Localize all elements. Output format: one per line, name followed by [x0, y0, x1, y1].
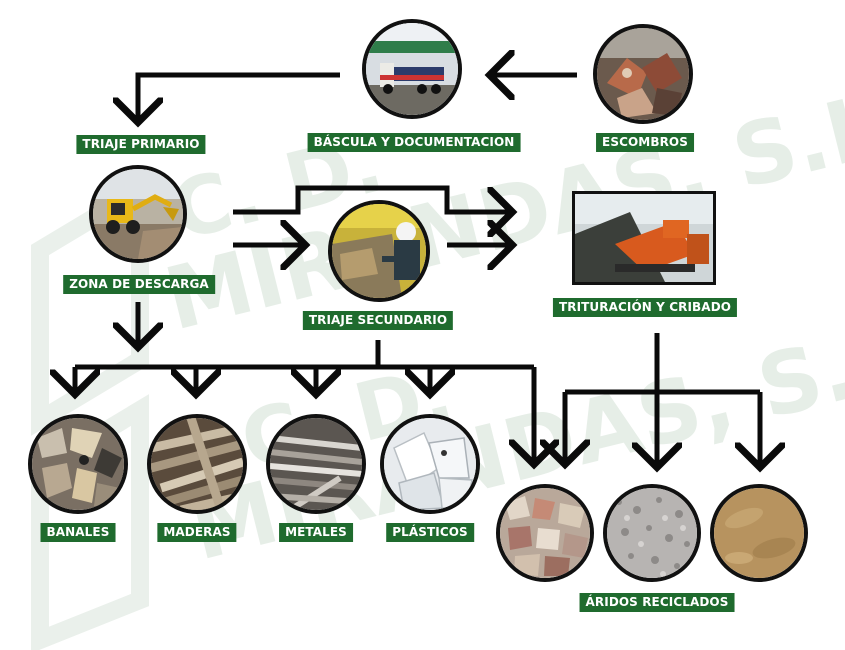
- maderas-photo: [147, 414, 247, 514]
- label-maderas: MADERAS: [157, 523, 237, 542]
- label-zona-descarga: ZONA DE DESCARGA: [63, 275, 215, 294]
- gravel-photo-icon: [607, 488, 697, 578]
- label-bascula: BÁSCULA Y DOCUMENTACION: [307, 133, 521, 152]
- label-triaje-primario: TRIAJE PRIMARIO: [76, 135, 206, 154]
- label-aridos: ÁRIDOS RECICLADOS: [579, 593, 735, 612]
- label-escombros: ESCOMBROS: [596, 133, 694, 152]
- sand-photo-icon: [714, 488, 804, 578]
- sorting-line-photo-icon: [332, 204, 426, 298]
- aridos-sand-photo: [710, 484, 808, 582]
- wood-planks-photo-icon: [151, 418, 243, 510]
- triaje-secundario-photo: [328, 200, 430, 302]
- zona-descarga-photo: [89, 165, 187, 263]
- label-trituracion: TRITURACIÓN Y CRIBADO: [552, 298, 738, 317]
- mixed-waste-photo-icon: [32, 418, 124, 510]
- metal-bars-photo-icon: [270, 418, 362, 510]
- truck-weighbridge-photo-icon: [366, 23, 458, 115]
- bascula-photo: [362, 19, 462, 119]
- arrow-bascula-to-triaje-primario: [138, 72, 340, 120]
- escombros-photo: [593, 24, 693, 124]
- banales-photo: [28, 414, 128, 514]
- label-banales: BANALES: [40, 523, 116, 542]
- label-triaje-secundario: TRIAJE SECUNDARIO: [302, 311, 454, 330]
- arrow-descarga-to-trituracion: [233, 185, 510, 212]
- label-metales: METALES: [279, 523, 353, 542]
- crusher-machine-photo-icon: [575, 194, 713, 282]
- rubble-photo-icon: [597, 28, 689, 120]
- plastic-bags-photo-icon: [384, 418, 476, 510]
- metales-photo: [266, 414, 366, 514]
- coarse-aggregate-photo-icon: [500, 488, 590, 578]
- aridos-coarse-photo: [496, 484, 594, 582]
- aridos-gravel-photo: [603, 484, 701, 582]
- plasticos-photo: [380, 414, 480, 514]
- trituracion-photo: [572, 191, 716, 285]
- excavator-photo-icon: [93, 169, 183, 259]
- label-plasticos: PLÁSTICOS: [386, 523, 474, 542]
